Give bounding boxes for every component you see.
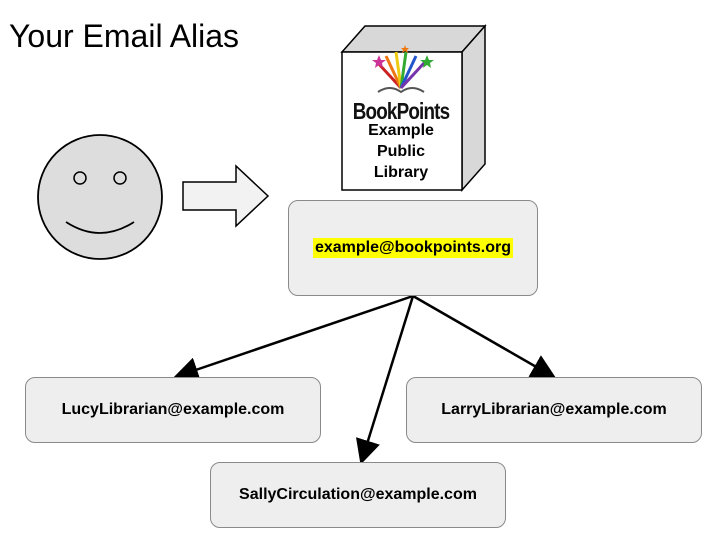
right-arrow-icon <box>183 166 268 226</box>
library-name-line: Library <box>342 162 460 183</box>
recipient-larry: LarryLibrarian@example.com <box>406 377 702 443</box>
recipient-address: LarryLibrarian@example.com <box>441 401 666 419</box>
arrow-to-lucy <box>178 296 413 376</box>
arrow-to-larry <box>413 296 552 376</box>
smiley-face-icon <box>38 135 162 259</box>
recipient-sally: SallyCirculation@example.com <box>210 462 506 528</box>
alias-box: example@bookpoints.org <box>288 200 538 296</box>
recipient-address: SallyCirculation@example.com <box>239 486 477 504</box>
library-name-line: Example <box>342 120 460 141</box>
library-name-line: Public <box>342 141 460 162</box>
recipient-lucy: LucyLibrarian@example.com <box>25 377 321 443</box>
recipient-address: LucyLibrarian@example.com <box>62 401 285 419</box>
alias-address: example@bookpoints.org <box>313 238 513 258</box>
